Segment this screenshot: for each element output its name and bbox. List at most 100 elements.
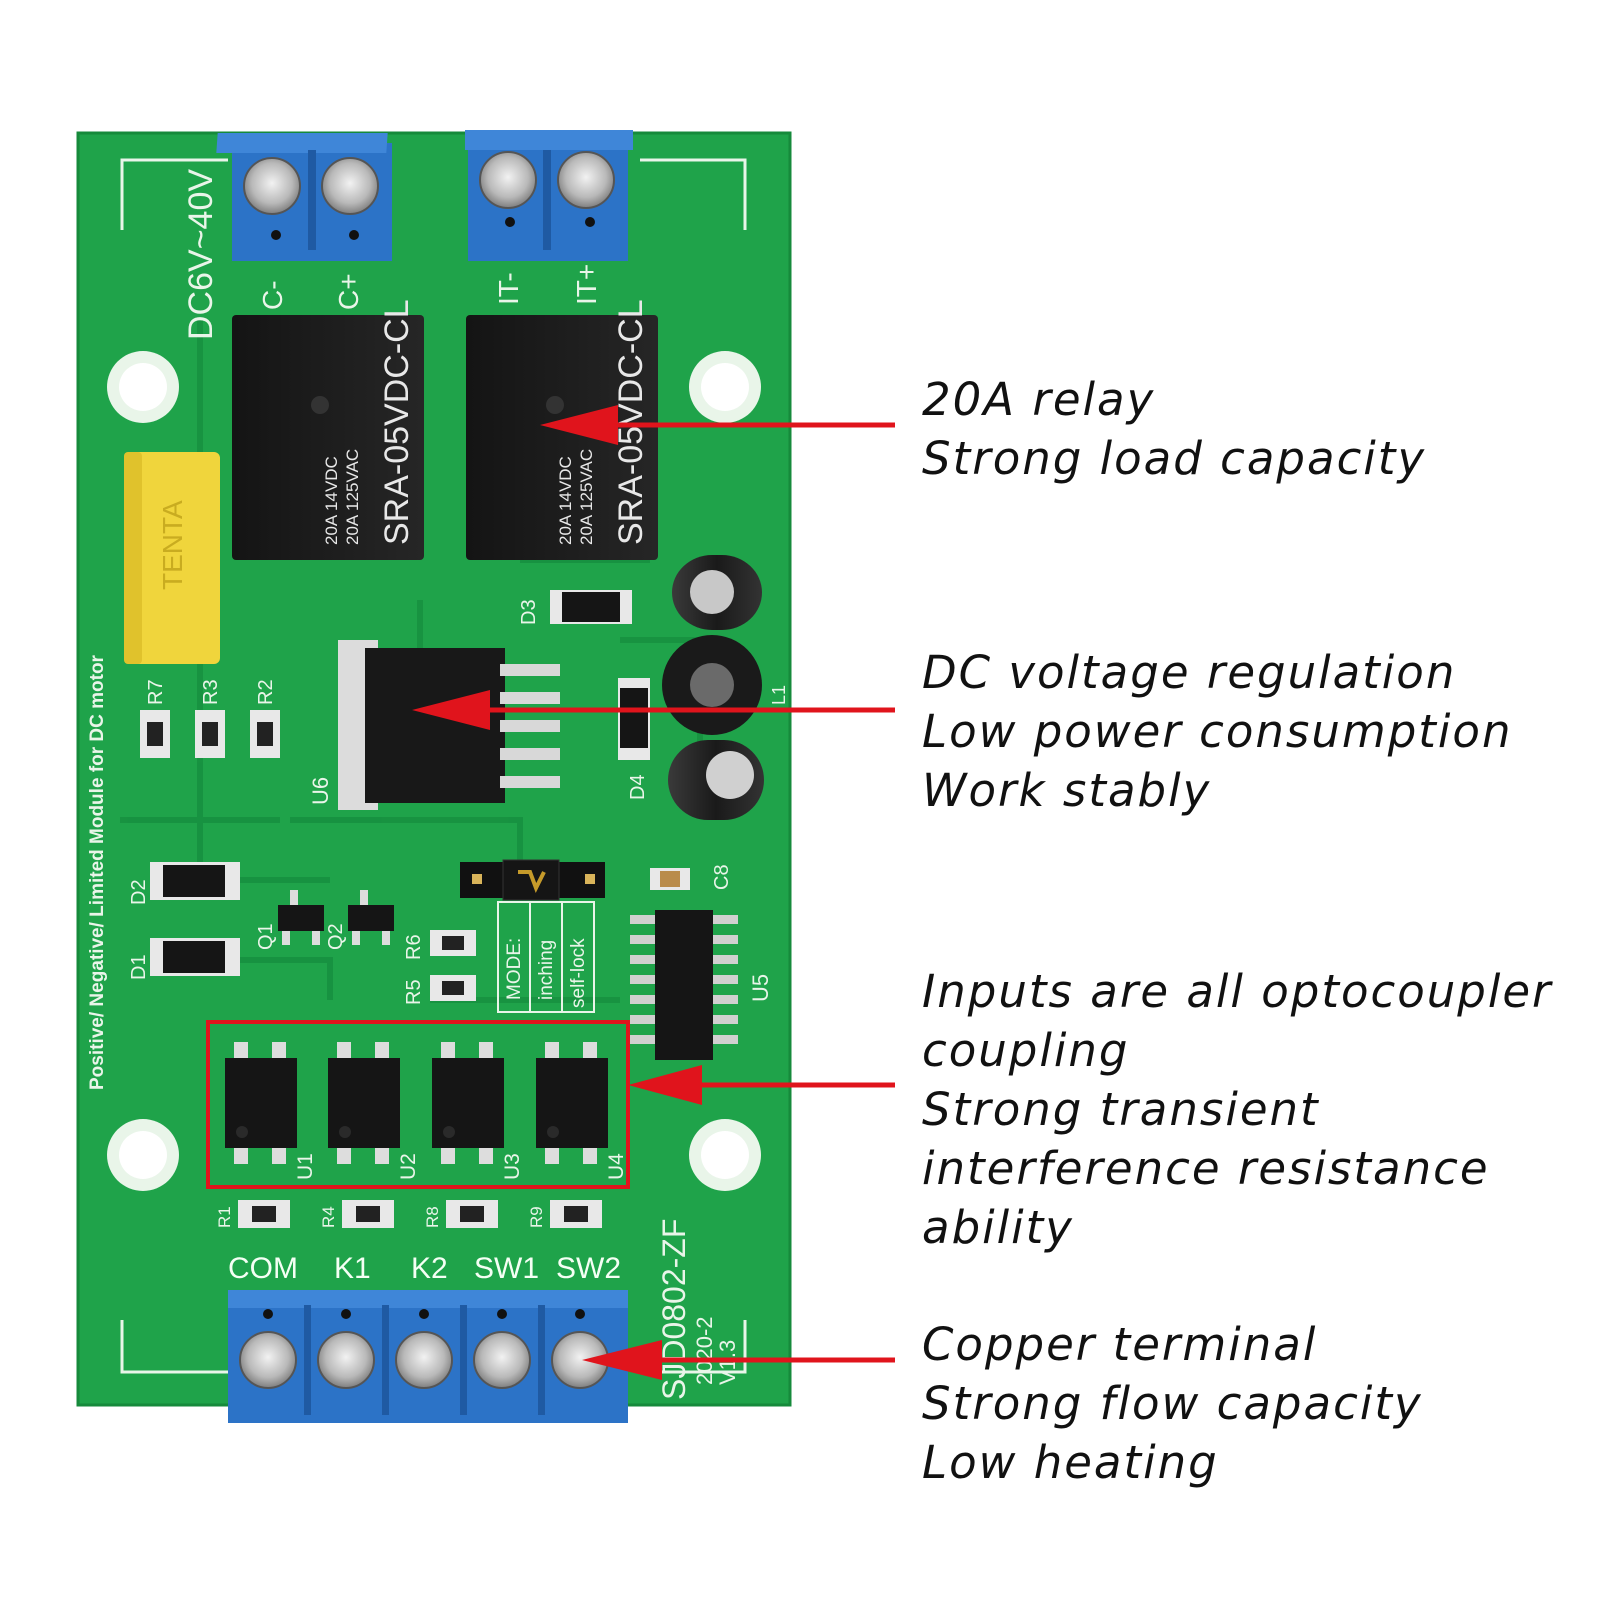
diode-label: D4 (627, 774, 649, 800)
callout-regulator: DC voltage regulation Low power consumpt… (922, 643, 1512, 820)
capacitor-label: C8 (711, 864, 733, 890)
callout-line: 20A relay (922, 373, 1156, 426)
optocoupler: U1 (225, 1042, 317, 1180)
power-label: DC6V~40V (182, 169, 220, 340)
diode-label: D2 (128, 879, 150, 905)
callout-line: interference resistance (922, 1142, 1490, 1195)
transistor: Q1 (255, 890, 324, 950)
terminal-label: C- (257, 280, 288, 310)
resistor-label: R1 (215, 1206, 234, 1228)
input-label-k2: K2 (411, 1252, 448, 1285)
terminal-label: IT- (493, 272, 524, 305)
ic-chip: U5 (630, 910, 773, 1060)
resistor-label: R7 (145, 679, 167, 705)
relay-model: SRA-05VDC-CL (378, 299, 416, 545)
mode-label: MODE: (504, 938, 525, 1000)
optocoupler-label: U1 (294, 1153, 317, 1180)
resistor: R9 (527, 1200, 602, 1228)
callout-line: coupling (922, 1024, 1130, 1077)
optocoupler-label: U3 (501, 1153, 524, 1180)
relay-rating: 20A 14VDC (556, 456, 575, 545)
mode-option: inching (536, 940, 557, 1000)
callout-line: Copper terminal (922, 1318, 1318, 1371)
relay-rating: 20A 14VDC (322, 456, 341, 545)
resistor: R3 (195, 679, 225, 758)
arrow-relay (540, 405, 895, 445)
callout-line: Strong flow capacity (922, 1377, 1423, 1430)
input-labels: COM K1 K2 SW1 SW2 (228, 1252, 621, 1285)
mounting-hole (107, 351, 179, 423)
callout-line: Work stably (922, 764, 1212, 817)
callout-terminal: Copper terminal Strong flow capacity Low… (922, 1315, 1423, 1492)
callout-relay: 20A relay Strong load capacity (922, 370, 1426, 488)
film-capacitor: TENTA (124, 452, 220, 664)
version-label: 2020-2 (692, 1316, 717, 1385)
mode-option: self-lock (568, 938, 589, 1008)
electrolytic-capacitor (668, 740, 764, 820)
input-terminal (228, 1290, 628, 1423)
optocoupler-label: U4 (605, 1153, 628, 1180)
screw (473, 1331, 531, 1389)
motor-terminal: IT- IT+ (465, 130, 633, 305)
input-label-sw2: SW2 (556, 1252, 621, 1285)
relay-rating: 20A 125VAC (343, 449, 362, 545)
transistor: Q2 (325, 890, 394, 950)
arrow-terminal (582, 1340, 895, 1380)
power-terminal: C- C+ (216, 133, 392, 310)
electrolytic-capacitor (672, 555, 762, 630)
arrow-optocoupler (628, 1065, 895, 1105)
optocoupler: U2 (328, 1042, 420, 1180)
mounting-hole (689, 1119, 761, 1191)
capacitor-brand: TENTA (157, 500, 188, 590)
transistor-label: Q1 (255, 923, 277, 950)
resistor-label: R3 (200, 679, 222, 705)
highlight-box (206, 1020, 630, 1189)
callout-line: Low power consumption (922, 705, 1513, 758)
mode-jumper: MODE: inching self-lock (460, 859, 605, 1013)
terminal-label: C+ (333, 273, 364, 310)
mounting-hole (689, 351, 761, 423)
arrow-regulator (412, 690, 895, 730)
callout-line: Strong transient (922, 1083, 1320, 1136)
input-label-com: COM (228, 1252, 298, 1285)
diode: D1 (128, 938, 240, 980)
transistor-label: Q2 (325, 923, 347, 950)
mounting-hole (107, 1119, 179, 1191)
relay: SRA-05VDC-CL 20A 14VDC 20A 125VAC (466, 299, 658, 560)
resistor-label: R4 (319, 1206, 338, 1228)
resistor: R2 (250, 679, 280, 758)
resistor: R6 (403, 930, 476, 960)
input-label-sw1: SW1 (474, 1252, 539, 1285)
callout-optocoupler: Inputs are all optocoupler coupling Stro… (922, 962, 1553, 1257)
inductor-label: L1 (769, 685, 789, 705)
resistor: R8 (423, 1200, 498, 1228)
screw (395, 1331, 453, 1389)
resistor-label: R6 (403, 934, 425, 960)
callout-line: DC voltage regulation (922, 646, 1457, 699)
callout-line: Inputs are all optocoupler (922, 965, 1553, 1018)
optocoupler: U4 (536, 1042, 628, 1180)
voltage-regulator: U6 (308, 640, 560, 810)
diode: D4 (618, 678, 650, 800)
relay-model: SRA-05VDC-CL (612, 299, 650, 545)
diode-label: D1 (128, 954, 150, 980)
module-text: Positive/ Negative/ Limited Module for D… (87, 654, 108, 1090)
callout-arrows (412, 405, 895, 1380)
resistor: R7 (140, 679, 170, 758)
input-label-k1: K1 (334, 1252, 371, 1285)
resistor: R5 (403, 975, 476, 1005)
optocoupler-label: U2 (397, 1153, 420, 1180)
relay-rating: 20A 125VAC (577, 449, 596, 545)
optocoupler: U3 (432, 1042, 524, 1180)
diode-label: D3 (518, 599, 540, 625)
diode: D3 (518, 590, 632, 625)
callout-line: ability (922, 1201, 1074, 1254)
resistor-label: R5 (403, 979, 425, 1005)
terminal-label: IT+ (571, 264, 602, 305)
callout-line: Strong load capacity (922, 432, 1427, 485)
resistor-label: R8 (423, 1206, 442, 1228)
callout-line: Low heating (922, 1436, 1219, 1489)
diode: D2 (128, 862, 240, 905)
resistor: R1 (215, 1200, 290, 1228)
